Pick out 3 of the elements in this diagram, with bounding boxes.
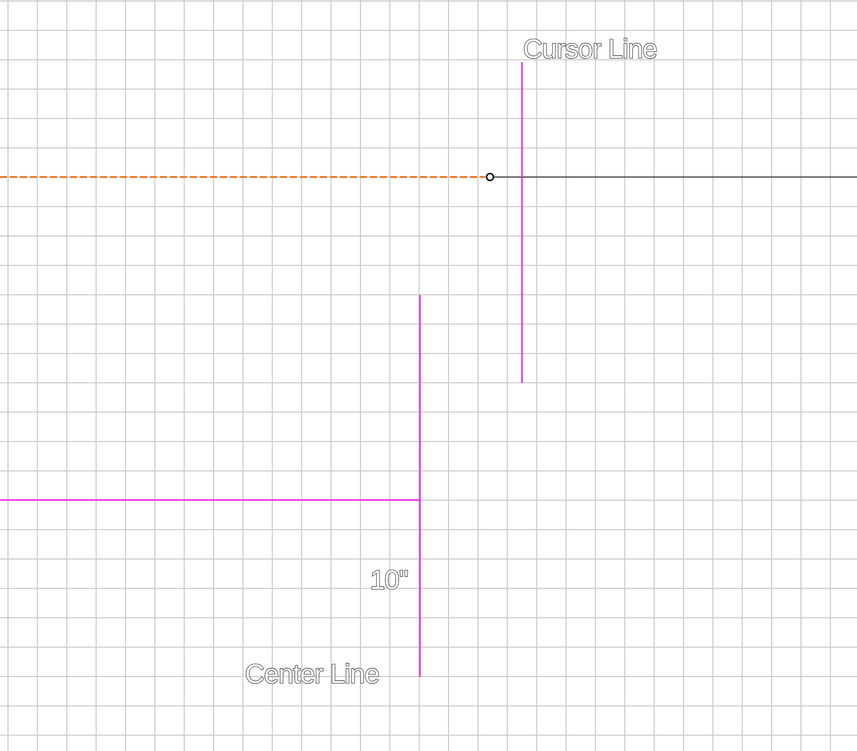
line-label: Cursor Line	[523, 34, 658, 64]
line-label: Center Line	[245, 659, 380, 689]
dimension-label: 10"	[370, 565, 408, 595]
